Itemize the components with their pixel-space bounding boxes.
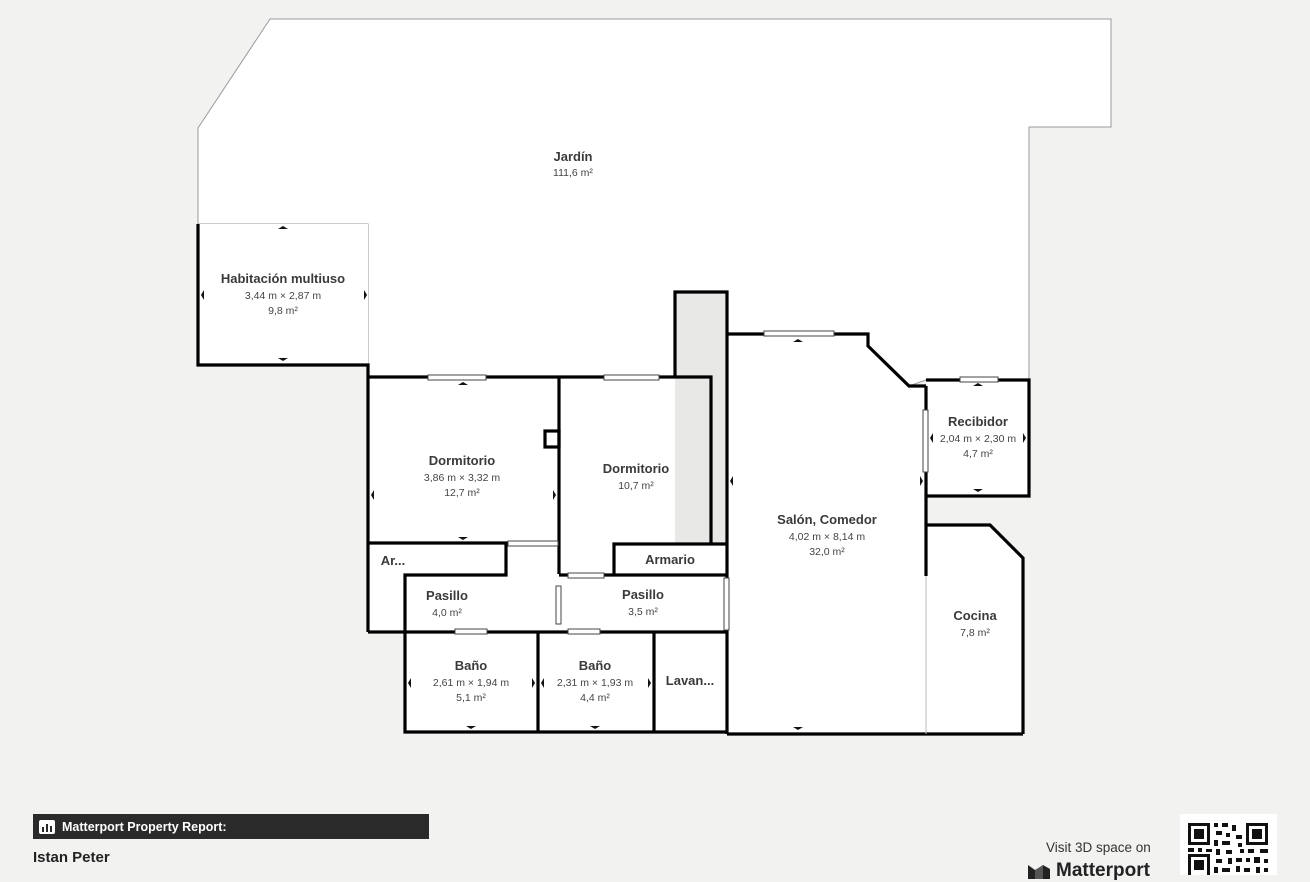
- qr-code-icon: [1188, 823, 1268, 875]
- armario1-name: Ar...: [381, 553, 406, 568]
- dormitorio1-area: 12,7 m²: [444, 487, 480, 499]
- recibidor-area: 4,7 m²: [963, 448, 993, 460]
- qr-code[interactable]: [1180, 814, 1277, 875]
- recibidor-dims: 2,04 m × 2,30 m: [940, 433, 1016, 445]
- visit-text: Visit 3D space on: [1046, 840, 1151, 855]
- jardin-area: 111,6 m²: [553, 167, 593, 179]
- brand-name: Matterport: [1056, 860, 1150, 881]
- dimension-arrows: [201, 226, 1026, 730]
- bano2-area: 4,4 m²: [580, 692, 610, 704]
- pasillo2-name: Pasillo: [622, 587, 664, 602]
- bano1-name: Baño: [455, 658, 488, 673]
- recibidor-name: Recibidor: [948, 414, 1008, 429]
- bano1-area: 5,1 m²: [456, 692, 486, 704]
- matterport-logo-icon: [1028, 865, 1050, 879]
- cocina-area: 7,8 m²: [960, 627, 990, 639]
- dormitorio2-area: 10,7 m²: [618, 480, 654, 492]
- room-labels: Jardín 111,6 m² Habitación multiuso 3,44…: [221, 149, 1016, 704]
- lavanderia-name: Lavan...: [666, 673, 714, 688]
- pasillo2-area: 3,5 m²: [628, 606, 658, 618]
- bano2-name: Baño: [579, 658, 612, 673]
- salon-name: Salón, Comedor: [777, 512, 877, 527]
- windows: [427, 330, 999, 635]
- dormitorio1-name: Dormitorio: [429, 453, 496, 468]
- bano2-dims: 2,31 m × 1,93 m: [557, 677, 633, 689]
- report-header-bar: Matterport Property Report:: [33, 814, 429, 839]
- dormitorio2-name: Dormitorio: [603, 461, 670, 476]
- salon-dims: 4,02 m × 8,14 m: [789, 531, 865, 543]
- floor-plan: Jardín 111,6 m² Habitación multiuso 3,44…: [196, 18, 1112, 736]
- salon-area: 32,0 m²: [809, 546, 845, 558]
- building-chart-icon: [39, 819, 55, 834]
- cocina-name: Cocina: [953, 608, 997, 623]
- room-fills: [198, 224, 1029, 734]
- pasillo1-name: Pasillo: [426, 588, 468, 603]
- owner-name: Istan Peter: [33, 849, 110, 866]
- jardin-name: Jardín: [553, 149, 592, 164]
- multiuso-name: Habitación multiuso: [221, 271, 345, 286]
- shaft: [675, 292, 727, 544]
- matterport-brand[interactable]: Matterport: [1028, 860, 1150, 882]
- armario2-name: Armario: [645, 552, 695, 567]
- multiuso-area: 9,8 m²: [268, 305, 298, 317]
- multiuso-dims: 3,44 m × 2,87 m: [245, 290, 321, 302]
- pasillo1-area: 4,0 m²: [432, 607, 462, 619]
- report-label: Matterport Property Report:: [62, 819, 227, 834]
- bano1-dims: 2,61 m × 1,94 m: [433, 677, 509, 689]
- dormitorio1-dims: 3,86 m × 3,32 m: [424, 472, 500, 484]
- walls: [196, 224, 1031, 736]
